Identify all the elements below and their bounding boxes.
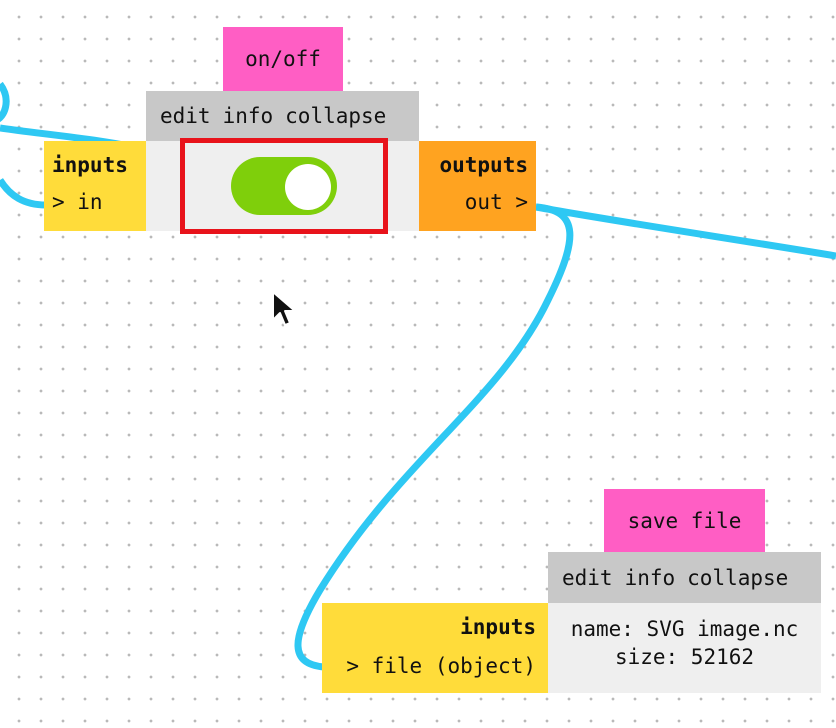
toggle-node-title[interactable]: on/off	[223, 27, 343, 91]
collapse-button[interactable]: collapse	[285, 104, 387, 128]
info-button[interactable]: info	[624, 565, 676, 590]
toggle-node-outputs: outputs out >	[419, 141, 536, 231]
on-off-switch[interactable]	[231, 157, 337, 215]
inputs-heading: inputs	[460, 615, 536, 639]
collapse-button[interactable]: collapse	[687, 565, 789, 590]
output-port-out[interactable]: out >	[464, 190, 528, 214]
file-name-label: name: SVG image.nc	[570, 617, 799, 641]
switch-knob[interactable]	[285, 164, 331, 210]
inputs-heading: inputs	[52, 153, 128, 177]
file-size-label: size: 52162	[614, 645, 755, 669]
input-port-file[interactable]: > file (object)	[346, 654, 536, 678]
toggle-node-toolbar: edit info collapse	[146, 91, 419, 141]
save-node-info: name: SVG image.nc size: 52162	[548, 603, 821, 693]
toggle-highlight-frame	[180, 138, 388, 234]
save-node-title[interactable]: save file	[604, 489, 765, 552]
edit-button[interactable]: edit	[562, 565, 613, 590]
info-button[interactable]: info	[222, 104, 274, 128]
edit-button[interactable]: edit	[160, 104, 211, 128]
outputs-heading: outputs	[439, 153, 528, 177]
wire-out-right[interactable]	[535, 203, 836, 260]
mouse-cursor-icon	[272, 291, 296, 326]
input-port-in[interactable]: > in	[52, 190, 103, 214]
wire-incoming-loop[interactable]	[0, 81, 47, 209]
save-node-toolbar: edit info collapse	[548, 552, 821, 603]
save-node-inputs: inputs > file (object)	[322, 603, 548, 693]
toggle-node-inputs: inputs > in	[44, 141, 146, 231]
wire-out-to-save[interactable]	[294, 203, 574, 671]
